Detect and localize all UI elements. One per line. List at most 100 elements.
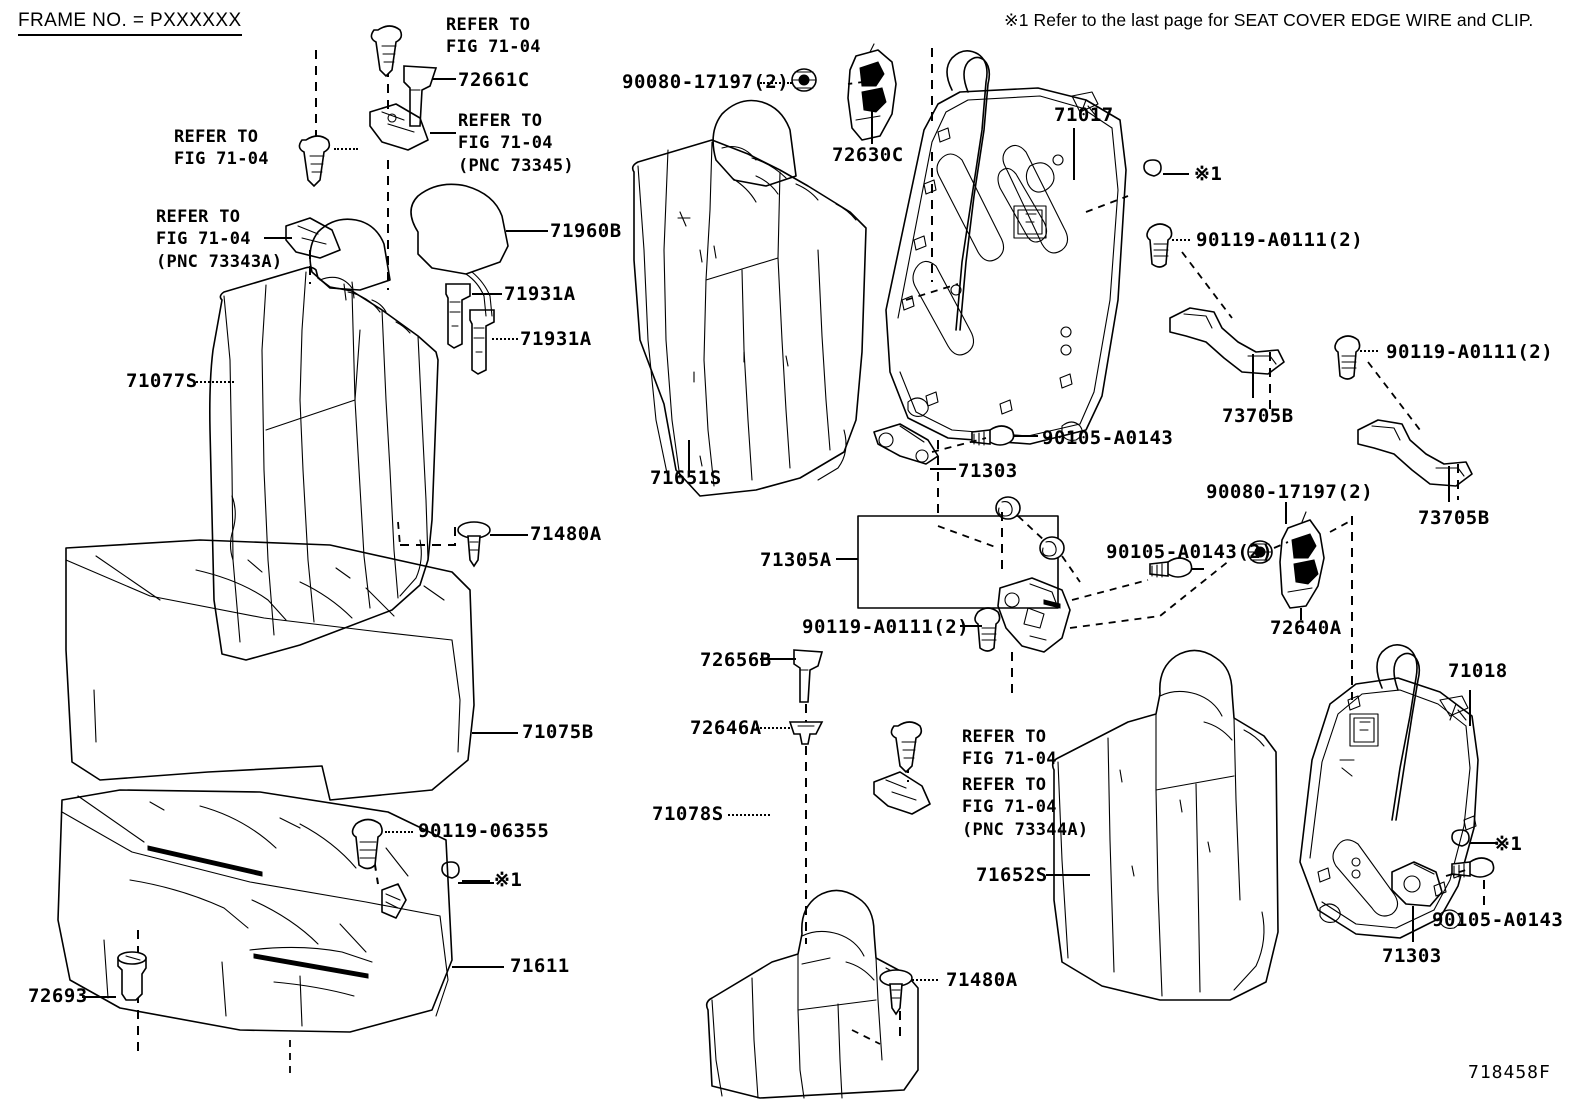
leader-line	[1412, 906, 1414, 942]
part-71611-cushion-cover	[58, 790, 452, 1032]
part-73705b-bracket-2	[1358, 420, 1472, 486]
part-bracket-cushion	[382, 884, 406, 918]
callout-71017: 71017	[1054, 104, 1114, 126]
fastener-90119-a0111-b	[1335, 336, 1360, 379]
leader-line	[1192, 568, 1204, 570]
leader-line	[1448, 466, 1450, 502]
callout-90119-a0111-b: 90119-A0111(2)	[1386, 341, 1554, 363]
callout-71480a-right: 71480A	[946, 969, 1018, 991]
leader-line	[1046, 874, 1090, 876]
callout-71931a-upper: 71931A	[504, 283, 576, 305]
part-72656b-stud	[794, 650, 822, 702]
part-71931a-guide-1	[446, 284, 470, 348]
part-headrest-center	[713, 101, 796, 203]
leader-line	[472, 732, 518, 734]
leader-line	[196, 381, 234, 383]
leader-line	[462, 880, 490, 882]
part-72640a-latch	[1280, 512, 1324, 608]
frame-number: FRAME NO. = PXXXXXX	[18, 10, 242, 36]
leader-line	[960, 625, 982, 627]
callout-90119-a0111-c: 90119-A0111(2)	[802, 616, 970, 638]
refer-note-73344a: REFER TO FIG 71-04 (PNC 73344A)	[962, 775, 1089, 840]
callout-90105-a0143-a: 90105-A0143	[1042, 427, 1174, 449]
callout-71651s: 71651S	[650, 467, 722, 489]
callout-71480a-left: 71480A	[530, 523, 602, 545]
fastener-90119-a0111-c	[975, 608, 1000, 651]
leader-line	[728, 814, 770, 816]
footnote-seat-cover-edge-wire: ※1 Refer to the last page for SEAT COVER…	[1004, 10, 1534, 30]
leader-line	[82, 996, 116, 998]
callout-71303-right: 71303	[1382, 945, 1442, 967]
leader-line	[1469, 690, 1471, 726]
sheet-code: 718458F	[1468, 1062, 1551, 1083]
leader-line	[490, 534, 528, 536]
part-trim-73344a	[874, 772, 930, 814]
part-71078s-seatback	[707, 890, 918, 1098]
leader-line	[385, 831, 413, 833]
fastener-screw-73344a	[891, 722, 921, 772]
leader-line	[752, 727, 790, 729]
callout-71960b: 71960B	[550, 220, 622, 242]
callout-90119-a0111-a: 90119-A0111(2)	[1196, 229, 1364, 251]
leader-line	[1172, 239, 1190, 241]
leader-line	[1360, 350, 1378, 352]
leader-line	[458, 882, 494, 884]
part-71303-hinge-1	[874, 424, 938, 464]
leader-line	[1285, 502, 1287, 524]
leader-line	[836, 558, 858, 560]
refer-note-73344a-top: REFER TO FIG 71-04	[962, 727, 1057, 770]
part-72646a-clip	[790, 722, 822, 744]
callout-star1-right: ※1	[1494, 833, 1523, 855]
symbol-clip-hook-top	[1144, 160, 1161, 176]
part-71305a-group	[858, 516, 1058, 608]
leader-line	[760, 658, 796, 660]
part-71651s-seatback	[633, 140, 866, 496]
leader-line	[432, 78, 456, 80]
leader-line	[472, 293, 502, 295]
fastener-90119-06355	[353, 820, 383, 869]
callout-71078s: 71078S	[652, 803, 724, 825]
callout-90119-06355: 90119-06355	[418, 820, 550, 842]
leader-line	[264, 237, 292, 239]
callout-72656b: 72656B	[700, 649, 772, 671]
refer-note-73343a: REFER TO FIG 71-04 (PNC 73343A)	[156, 207, 283, 272]
symbol-clip-hook-left	[442, 862, 459, 878]
fastener-screw-73345	[371, 26, 401, 76]
leader-line	[1470, 842, 1496, 844]
callout-72646a: 72646A	[690, 717, 762, 739]
part-71077s-seatback	[210, 267, 438, 660]
callout-71018: 71018	[1448, 660, 1508, 682]
leader-line	[930, 468, 956, 470]
fastener-washer-a	[996, 497, 1020, 519]
part-72661c-stud	[404, 66, 436, 126]
callout-90105-a0143-c: 90105-A0143	[1432, 909, 1564, 931]
leader-line	[1300, 608, 1302, 620]
callout-71652s: 71652S	[976, 864, 1048, 886]
fastener-washer-b	[1040, 537, 1064, 559]
part-71960b-headrest	[411, 184, 508, 316]
callout-71303-left: 71303	[958, 460, 1018, 482]
callout-90105-a0143-b: 90105-A0143(2)	[1106, 541, 1274, 563]
callout-73705b-1: 73705B	[1222, 405, 1294, 427]
leader-line	[430, 132, 456, 134]
refer-note-left-top: REFER TO FIG 71-04	[174, 127, 269, 170]
fastener-90080-17197-a	[792, 69, 816, 91]
part-71018-frame	[1300, 645, 1478, 938]
leader-line	[334, 148, 358, 150]
callout-star1-left: ※1	[494, 869, 523, 891]
part-73705b-bracket-1	[1170, 308, 1284, 374]
fastener-screw-73343a	[299, 136, 329, 186]
assembly-dashed-line	[400, 522, 455, 545]
callout-71611: 71611	[510, 955, 570, 977]
callout-73705b-2: 73705B	[1418, 507, 1490, 529]
refer-note-73345: REFER TO FIG 71-04 (PNC 73345)	[458, 111, 574, 176]
part-71480a-clip-2	[880, 970, 912, 1014]
part-trim-73343a	[286, 218, 340, 258]
leader-line	[492, 338, 518, 340]
leader-line	[452, 966, 504, 968]
leader-line	[871, 100, 873, 144]
leader-line	[1252, 354, 1254, 398]
leader-line	[1073, 128, 1075, 180]
part-71480a-clip-1	[458, 522, 490, 566]
